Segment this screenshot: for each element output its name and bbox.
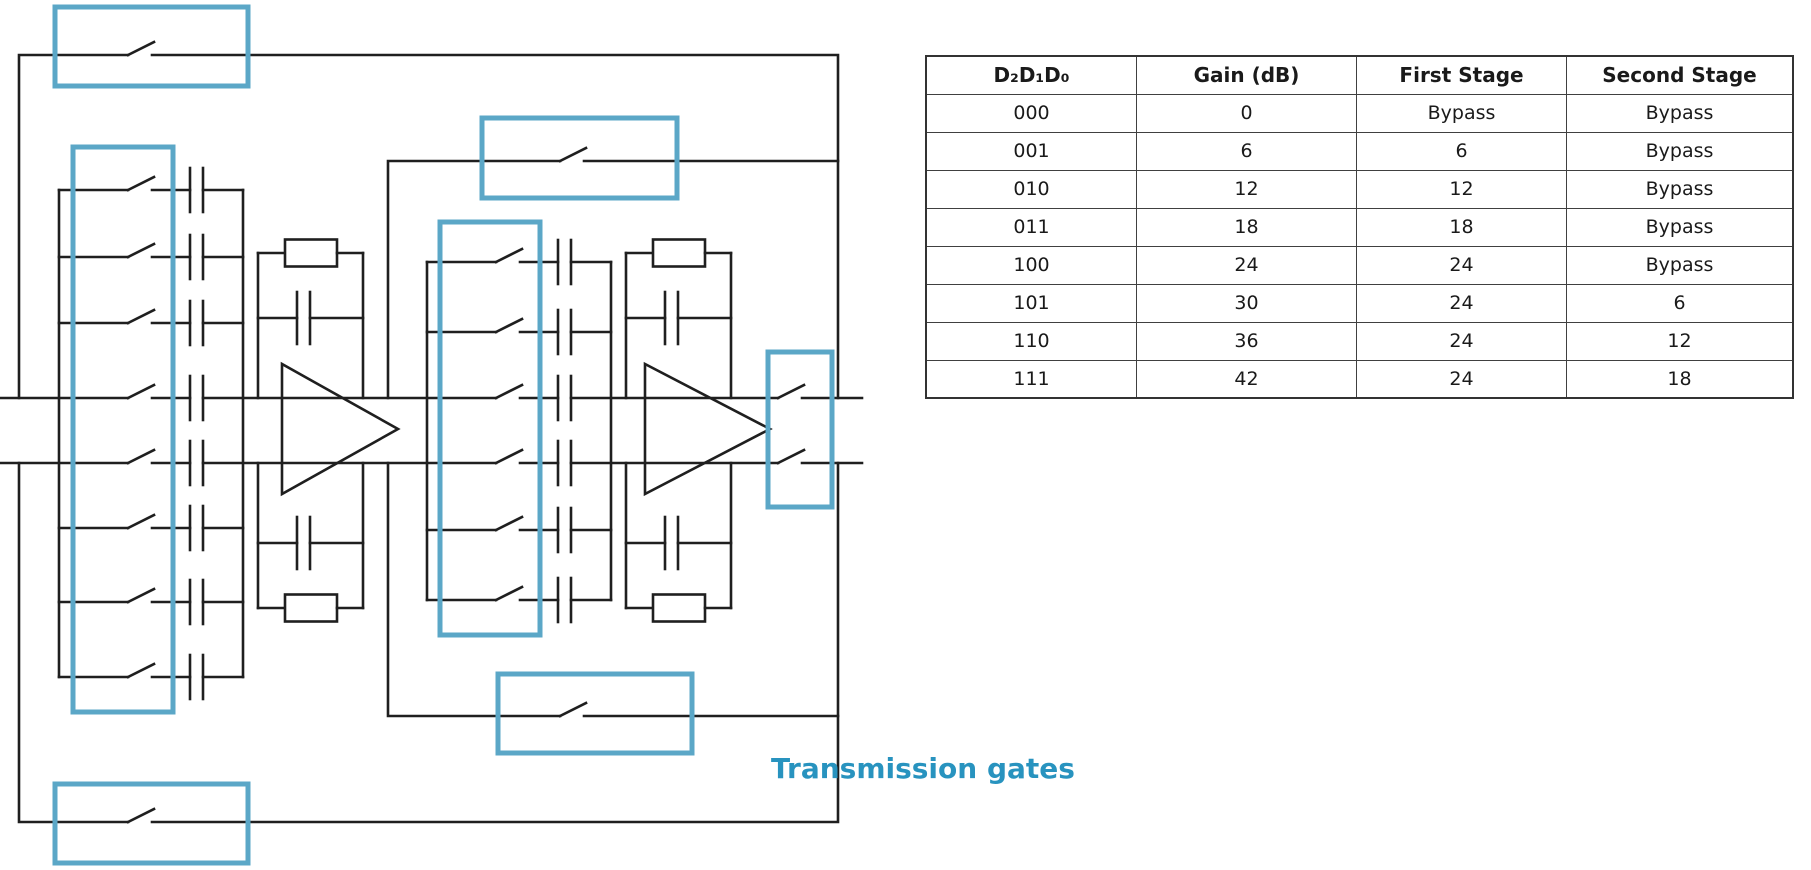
table-header-row: D₂D₁D₀ Gain (dB) First Stage Second Stag… <box>925 55 1794 95</box>
table-cell: Bypass <box>1566 131 1794 171</box>
gain-settings-table: D₂D₁D₀ Gain (dB) First Stage Second Stag… <box>925 55 1794 399</box>
table-row: 110 36 24 12 <box>925 321 1794 361</box>
outer-bypass-bottom-switch-blade <box>126 807 156 824</box>
outer-bypass-right-wire <box>150 53 840 400</box>
highlight-stage2-bottom-bypass-gate <box>495 671 695 756</box>
highlight-outer-top-bypass-gate <box>52 4 251 89</box>
table-row: 011 18 18 Bypass <box>925 207 1794 247</box>
table-cell: 18 <box>1136 207 1357 247</box>
table-cell: 101 <box>925 283 1137 323</box>
highlight-outer-bottom-bypass-gate <box>52 781 251 866</box>
stage2-bypass-bottom-wire <box>386 461 562 718</box>
signal-bus-lower-line <box>0 439 864 487</box>
outer-bypass-loop <box>17 40 840 824</box>
table-cell: 24 <box>1136 245 1357 285</box>
stage1-feedback-top <box>256 238 365 400</box>
table-cell: 111 <box>925 359 1137 399</box>
table-header-cell: D₂D₁D₀ <box>925 55 1137 95</box>
stage1-feedback-bottom <box>256 461 365 623</box>
table-cell: 000 <box>925 93 1137 133</box>
table-header-cell: Gain (dB) <box>1136 55 1357 95</box>
table-cell: 0 <box>1136 93 1357 133</box>
table-row: 001 6 6 Bypass <box>925 131 1794 171</box>
table-cell: Bypass <box>1566 207 1794 247</box>
stage2-bypass-bottom-switch-blade <box>558 701 588 718</box>
outer-bypass-top-wire <box>17 53 130 400</box>
outer-bypass-right-lower-wire <box>150 461 840 824</box>
table-cell: Bypass <box>1566 93 1794 133</box>
table-cell: 18 <box>1566 359 1794 399</box>
table-cell: 12 <box>1136 169 1357 209</box>
table-row: 111 42 24 18 <box>925 359 1794 399</box>
table-row: 010 12 12 Bypass <box>925 169 1794 209</box>
table-cell: 010 <box>925 169 1137 209</box>
opamp-second-stage <box>643 361 773 497</box>
output-switch-upper-blade <box>776 383 806 400</box>
stage2-bypass-top-wire <box>386 159 562 400</box>
table-cell: 18 <box>1356 207 1567 247</box>
highlight-stage2-gate-bank <box>437 219 543 638</box>
highlight-stage1-gate-bank <box>70 144 176 715</box>
table-cell: 36 <box>1136 321 1357 361</box>
table-cell: 6 <box>1356 131 1567 171</box>
table-cell: 42 <box>1136 359 1357 399</box>
opamp-first-stage <box>280 361 401 497</box>
signal-bus-upper-line <box>0 374 864 422</box>
outer-bypass-top-switch-blade <box>126 40 156 57</box>
transmission-gates-label: Transmission gates <box>771 752 1075 785</box>
table-cell: 24 <box>1356 359 1567 399</box>
table-cell: 24 <box>1356 321 1567 361</box>
table-cell: 100 <box>925 245 1137 285</box>
table-cell: 24 <box>1356 245 1567 285</box>
table-cell: 12 <box>1356 169 1567 209</box>
outer-bypass-bottom-wire <box>17 461 130 824</box>
table-row: 000 0 Bypass Bypass <box>925 93 1794 133</box>
stage1-switch-cap-bank <box>57 166 245 701</box>
table-cell: 6 <box>1136 131 1357 171</box>
table-header-cell: Second Stage <box>1566 55 1794 95</box>
table-header-cell: First Stage <box>1356 55 1567 95</box>
stage2-bypass-top-switch-blade <box>558 146 588 163</box>
table-cell: Bypass <box>1566 169 1794 209</box>
output-switch-lower-blade <box>776 448 806 465</box>
table-cell: Bypass <box>1356 93 1567 133</box>
stage2-switch-cap-bank <box>425 238 613 624</box>
highlight-stage2-top-bypass-gate <box>479 115 680 201</box>
table-cell: 30 <box>1136 283 1357 323</box>
table-cell: 001 <box>925 131 1137 171</box>
table-cell: 011 <box>925 207 1137 247</box>
table-cell: 110 <box>925 321 1137 361</box>
table-cell: Bypass <box>1566 245 1794 285</box>
table-cell: 24 <box>1356 283 1567 323</box>
table-cell: 12 <box>1566 321 1794 361</box>
table-row: 101 30 24 6 <box>925 283 1794 323</box>
stage2-bypass-loop <box>386 146 840 718</box>
stage2-feedback-bottom <box>624 461 733 623</box>
highlight-output-gates <box>765 349 835 510</box>
stage2-feedback-top <box>624 238 733 400</box>
table-cell: 6 <box>1566 283 1794 323</box>
table-row: 100 24 24 Bypass <box>925 245 1794 285</box>
